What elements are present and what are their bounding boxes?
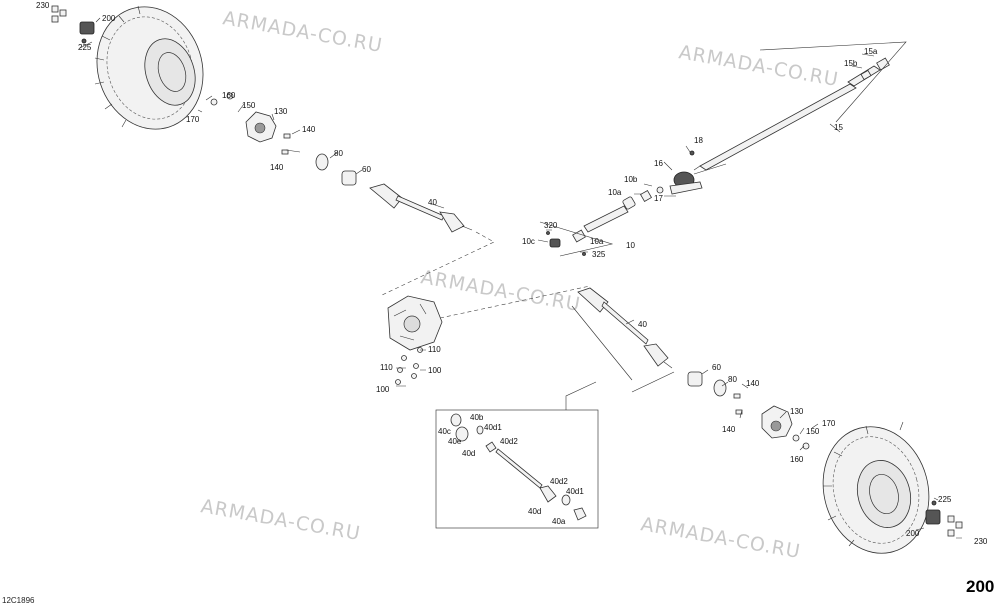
page-number: 200: [966, 577, 994, 596]
callout-60-right: 60: [712, 363, 721, 372]
front-differential: [387, 295, 443, 385]
callout-170-top: 170: [186, 115, 200, 124]
callout-10a-2: 10a: [590, 237, 604, 246]
hub-nut-front-right: [925, 500, 963, 537]
bearing-seal-front-right: [687, 371, 727, 397]
callout-10a-1: 10a: [608, 188, 622, 197]
drive-shaft-front-right: [577, 287, 673, 369]
knuckle-front-right: [733, 393, 810, 450]
watermark-2: ARMADA-CO.RU: [677, 41, 840, 91]
watermark-1: ARMADA-CO.RU: [221, 7, 384, 57]
callout-labels: 230 200 225 160 150 170 130 140 140 80 6…: [36, 1, 988, 546]
callout-17: 17: [654, 194, 663, 203]
callout-40d-a: 40d: [462, 449, 475, 458]
callout-160-top: 160: [222, 91, 236, 100]
figure-code: 12C1896: [2, 596, 35, 605]
callout-80-top: 80: [334, 149, 343, 158]
callout-40a: 40a: [552, 517, 566, 526]
callout-230-top: 230: [36, 1, 50, 10]
callout-110-b: 110: [380, 363, 393, 372]
callout-40d2-b: 40d2: [550, 477, 568, 486]
bearing-seal-front-left: [315, 153, 357, 186]
callout-40b: 40b: [470, 413, 484, 422]
callout-80-right: 80: [728, 375, 737, 384]
propeller-shaft: [693, 57, 890, 171]
callout-40d-b: 40d: [528, 507, 541, 516]
callout-140-right-b: 140: [722, 425, 736, 434]
callout-15a: 15a: [864, 47, 878, 56]
callout-18: 18: [694, 136, 703, 145]
callout-140-top-b: 140: [270, 163, 284, 172]
callout-320: 320: [544, 221, 558, 230]
callout-40c: 40c: [438, 427, 451, 436]
callout-40d1-b: 40d1: [566, 487, 584, 496]
callout-40d2-a: 40d2: [500, 437, 518, 446]
callout-150-right: 150: [806, 427, 820, 436]
callout-15b: 15b: [844, 59, 858, 68]
callout-140-top-a: 140: [302, 125, 316, 134]
drive-shaft-front-left: [369, 183, 473, 233]
callout-100-b: 100: [376, 385, 390, 394]
watermark-4: ARMADA-CO.RU: [199, 495, 362, 545]
callout-10: 10: [626, 241, 635, 250]
callout-225-right: 225: [938, 495, 952, 504]
front-propeller-shaft: [546, 186, 664, 256]
watermark-5: ARMADA-CO.RU: [639, 513, 802, 563]
watermark-3: ARMADA-CO.RU: [419, 266, 582, 316]
callout-15: 15: [834, 123, 843, 132]
callout-200-top: 200: [102, 14, 116, 23]
callout-160-right: 160: [790, 455, 804, 464]
callout-40-top: 40: [428, 198, 437, 207]
callout-140-right-a: 140: [746, 379, 760, 388]
callout-100-a: 100: [428, 366, 442, 375]
callout-60-top: 60: [362, 165, 371, 174]
wheel-front-left: [94, 5, 204, 130]
callout-40d1-a: 40d1: [484, 423, 502, 432]
callout-130-top: 130: [274, 107, 288, 116]
callout-10b: 10b: [624, 175, 638, 184]
center-bearing: [669, 150, 703, 195]
detail-inset: [435, 381, 599, 529]
wheel-front-right: [822, 421, 930, 554]
callout-10c: 10c: [522, 237, 535, 246]
callout-225-top: 225: [78, 43, 92, 52]
callout-130-right: 130: [790, 407, 804, 416]
callout-110-a: 110: [428, 345, 441, 354]
watermarks: ARMADA-CO.RU ARMADA-CO.RU ARMADA-CO.RU A…: [199, 7, 840, 563]
callout-170-right: 170: [822, 419, 836, 428]
leader-lines: [79, 17, 962, 539]
callout-16: 16: [654, 159, 663, 168]
hub-nut-front-left: [51, 5, 95, 44]
callout-200-right: 200: [906, 529, 920, 538]
callout-40-right: 40: [638, 320, 647, 329]
callout-230-right: 230: [974, 537, 988, 546]
callout-150-top: 150: [242, 101, 256, 110]
callout-40e: 40e: [448, 437, 462, 446]
callout-325: 325: [592, 250, 606, 259]
knuckle-front-left: [197, 92, 291, 155]
